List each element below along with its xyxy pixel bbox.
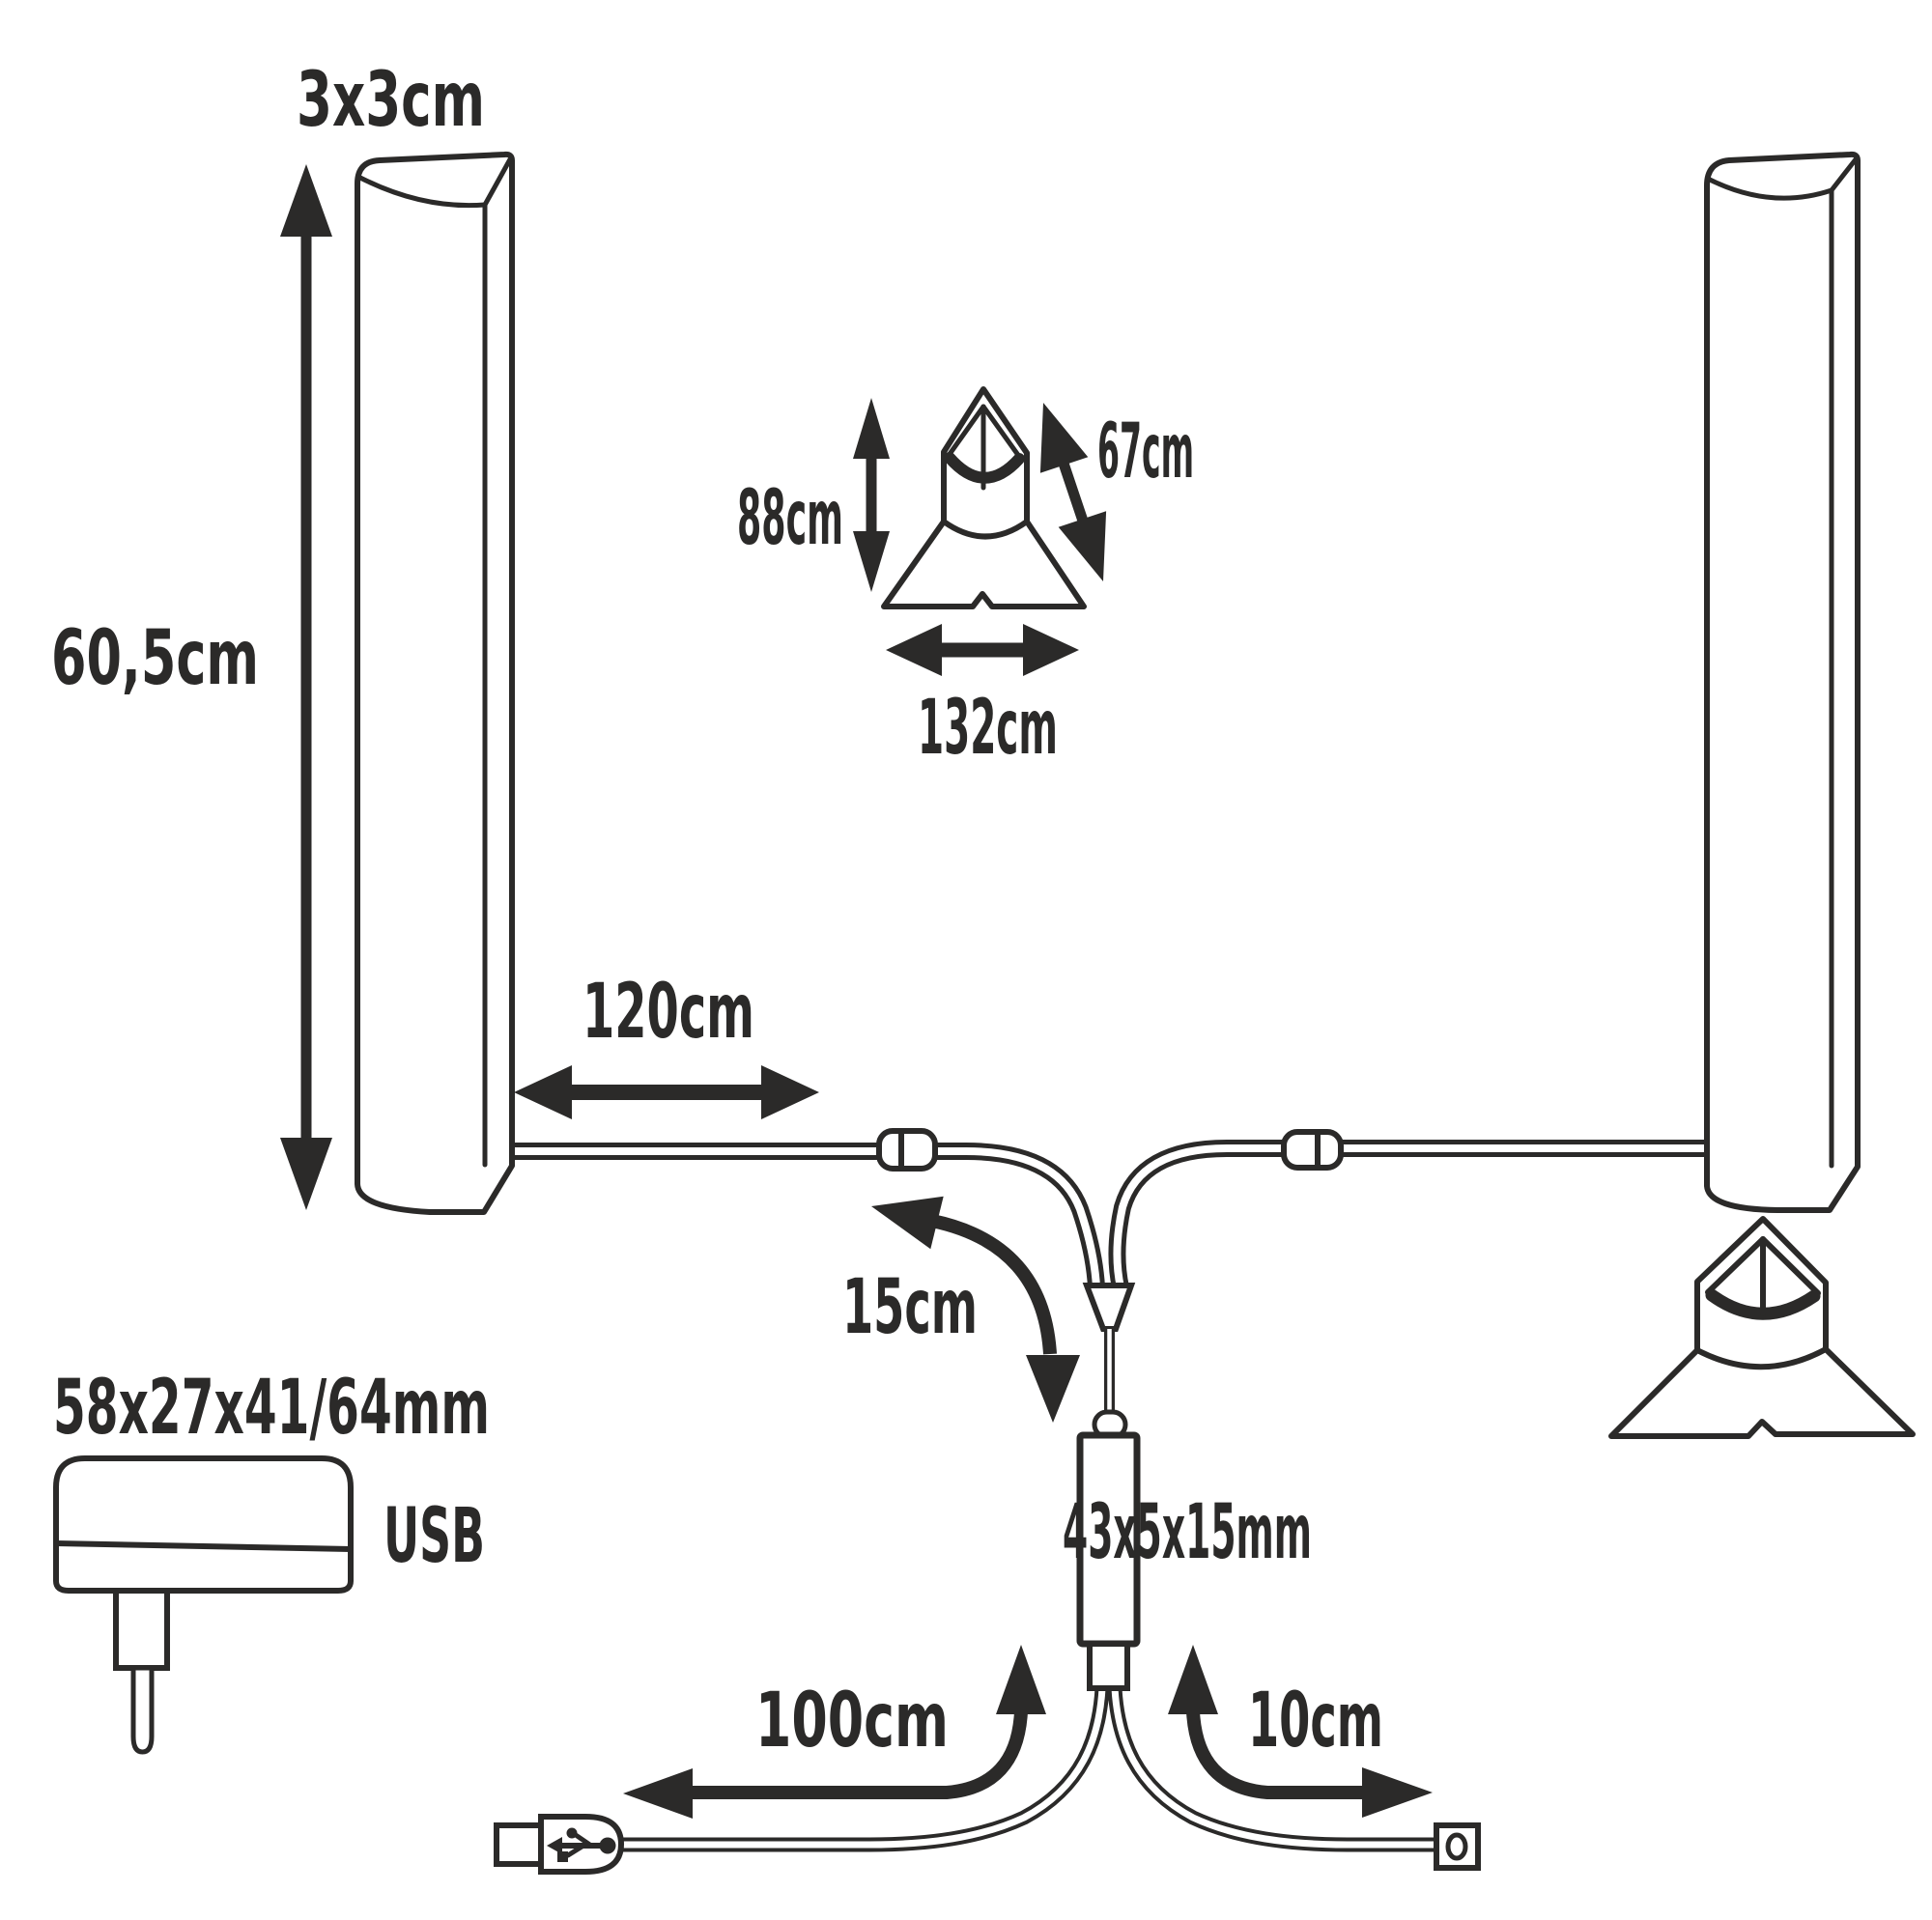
stand-inner-v-right <box>1760 1236 1821 1296</box>
cable-left-outline <box>513 1143 1105 1288</box>
label-stand-width: 132cm <box>918 685 1058 772</box>
label-cable-connector-length: 10cm <box>1248 1678 1383 1765</box>
psu-plug-stem <box>113 1588 170 1671</box>
stand-inner-v-left <box>945 404 986 460</box>
light-bar-right <box>1704 151 1861 1213</box>
label-cable-bar-to-bar: 120cm <box>582 969 754 1056</box>
stand-body <box>881 386 1087 609</box>
bar-top-ellipse <box>355 174 488 209</box>
controller-bottom-connector-cover <box>1087 1641 1130 1691</box>
psu-pin <box>130 1665 155 1755</box>
usb-cable-core <box>620 1687 1106 1849</box>
y-splitter <box>1076 1283 1141 1691</box>
dimension-arrows <box>280 164 1433 1819</box>
bar-top-corner <box>482 156 513 208</box>
label-controller-size: 43x5x15mm <box>1063 1489 1312 1576</box>
connector-shell <box>876 1128 938 1172</box>
cable-left-core <box>513 1147 1100 1288</box>
bar-top-corner <box>1829 156 1859 193</box>
cable-right-core <box>1113 1144 1708 1288</box>
usb-trident-icon <box>547 1827 616 1862</box>
psu-divider-line <box>53 1540 354 1552</box>
stand-inner-v-right <box>980 404 1023 461</box>
strip-connector <box>1434 1822 1481 1871</box>
bar-outline <box>355 151 515 1215</box>
label-bar-cross-section: 3x3cm <box>297 57 485 144</box>
label-cable-usb-length: 100cm <box>755 1678 949 1765</box>
label-power-supply-size: 58x27x41/64mm <box>53 1365 490 1452</box>
power-cables <box>620 1641 1438 1852</box>
stand-width-arrow-icon <box>886 624 1079 676</box>
corner-stand-middle <box>881 386 1087 609</box>
inline-connector-left <box>876 1128 938 1172</box>
connector-cable-core <box>1111 1687 1438 1849</box>
label-stand-height: 88cm <box>737 475 843 562</box>
link-cables <box>513 1140 1708 1289</box>
dimension-labels: 3x3cm 60,5cm 88cm 67cm 132cm 120cm 15cm … <box>51 57 1383 1765</box>
bar-top-ellipse <box>1705 176 1834 201</box>
label-bar-height: 60,5cm <box>51 615 259 702</box>
connector-shell <box>1281 1129 1344 1171</box>
stand-column-arc <box>941 519 1030 540</box>
psu-body <box>53 1455 354 1594</box>
height-arrow-icon <box>280 164 332 1210</box>
cable-length-arrow-icon <box>514 1065 819 1119</box>
usb-plug-tab <box>494 1822 544 1867</box>
connector-cable-arrow-icon <box>1168 1645 1433 1818</box>
stand-diagonal-arrow-icon <box>1039 403 1107 581</box>
cable-right-outline <box>1108 1140 1708 1289</box>
stand-height-arrow-icon <box>853 398 890 592</box>
inline-connector-right <box>1281 1129 1344 1171</box>
splitter-arrow-icon <box>871 1196 1080 1423</box>
bar-outline <box>1704 151 1861 1213</box>
stand-body <box>1608 1216 1916 1439</box>
usb-plug <box>494 1814 625 1875</box>
label-cable-splitter: 15cm <box>842 1264 978 1351</box>
label-stand-diagonal: 67cm <box>1097 409 1194 495</box>
splitter-funnel <box>1082 1283 1136 1332</box>
stand-column-arc <box>1694 1346 1829 1370</box>
strip-connector-hole <box>1445 1832 1468 1861</box>
corner-stand-right <box>1608 1216 1916 1439</box>
light-bar-left <box>355 151 515 1215</box>
stand-inner-v-left <box>1705 1236 1766 1295</box>
usb-cable-arrow-icon <box>623 1645 1046 1819</box>
usb-power-supply <box>53 1455 354 1755</box>
label-power-supply-type: USB <box>384 1493 485 1580</box>
